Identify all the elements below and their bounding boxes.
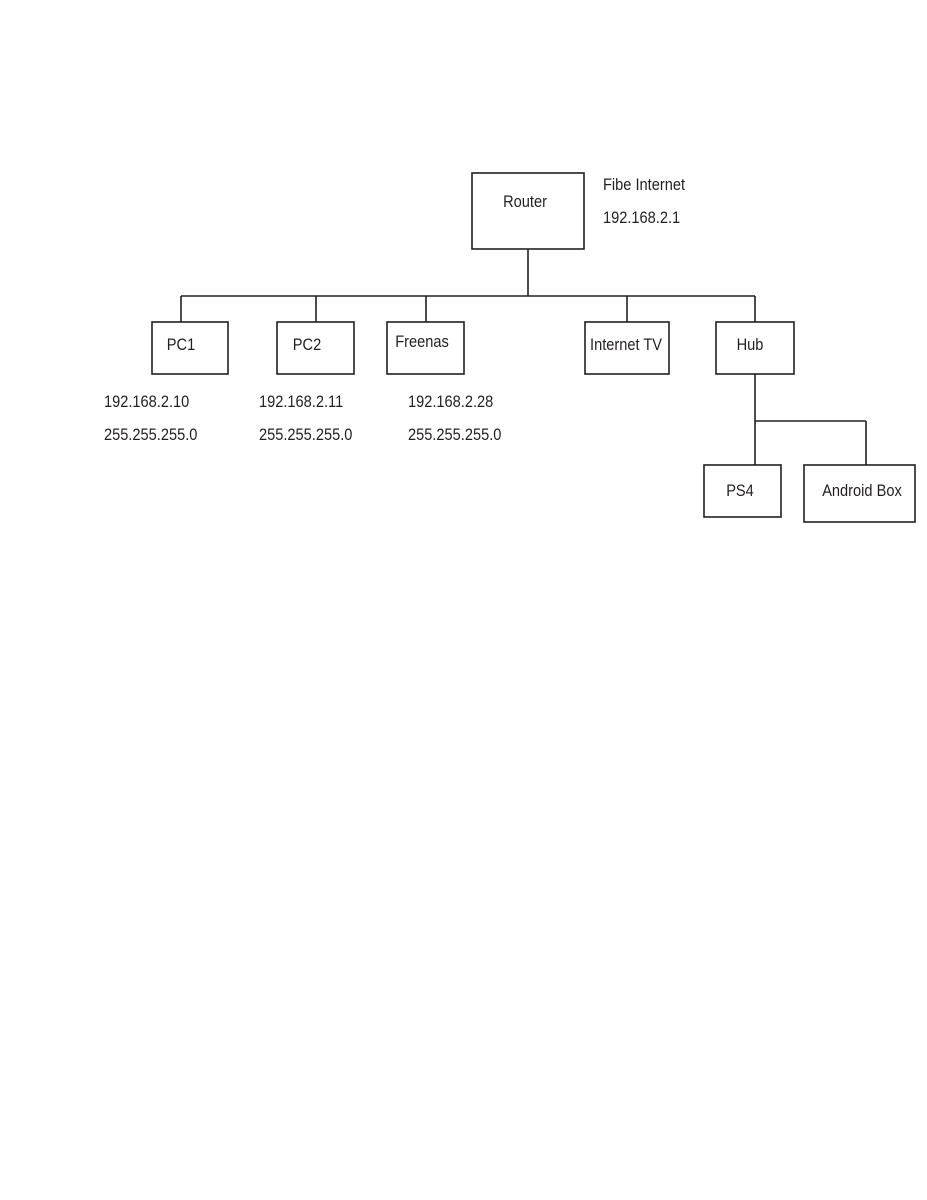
freenas-box bbox=[386, 321, 465, 375]
ps4-box bbox=[703, 464, 782, 518]
pc2-box bbox=[276, 321, 355, 375]
pc1-box bbox=[151, 321, 229, 375]
router-ip-label: 192.168.2.1 bbox=[603, 209, 680, 227]
internet-tv-label: Internet TV bbox=[590, 336, 662, 354]
pc1-ip-label: 192.168.2.10 bbox=[104, 393, 189, 411]
android-box-label: Android Box bbox=[822, 482, 902, 500]
pc2-node: PC2 bbox=[276, 321, 355, 375]
android-box-box bbox=[803, 464, 916, 523]
router-box bbox=[471, 172, 585, 250]
router-label: Router bbox=[503, 193, 548, 211]
freenas-label: Freenas bbox=[395, 333, 449, 351]
pc1-node: PC1 bbox=[151, 321, 229, 375]
freenas-notes: 192.168.2.28 255.255.255.0 bbox=[408, 393, 502, 444]
pc1-mask-label: 255.255.255.0 bbox=[104, 426, 198, 444]
ps4-node: PS4 bbox=[703, 464, 782, 518]
hub-box bbox=[715, 321, 795, 375]
freenas-mask-label: 255.255.255.0 bbox=[408, 426, 502, 444]
router-notes: Fibe Internet 192.168.2.1 bbox=[603, 176, 686, 227]
freenas-ip-label: 192.168.2.28 bbox=[408, 393, 493, 411]
pc2-notes: 192.168.2.11 255.255.255.0 bbox=[259, 393, 353, 444]
pc1-label: PC1 bbox=[167, 336, 196, 354]
freenas-node: Freenas bbox=[386, 321, 465, 375]
pc2-mask-label: 255.255.255.0 bbox=[259, 426, 353, 444]
internet-tv-node: Internet TV bbox=[584, 321, 670, 375]
hub-label: Hub bbox=[737, 336, 764, 354]
ps4-label: PS4 bbox=[726, 482, 754, 500]
pc2-ip-label: 192.168.2.11 bbox=[259, 393, 343, 411]
router-node: Router bbox=[471, 172, 585, 250]
android-box-node: Android Box bbox=[803, 464, 916, 523]
pc1-notes: 192.168.2.10 255.255.255.0 bbox=[104, 393, 198, 444]
pc2-label: PC2 bbox=[293, 336, 322, 354]
internet-tv-box bbox=[584, 321, 670, 375]
router-isp-label: Fibe Internet bbox=[603, 176, 686, 194]
hub-node: Hub bbox=[715, 321, 795, 375]
connectors bbox=[180, 249, 867, 465]
